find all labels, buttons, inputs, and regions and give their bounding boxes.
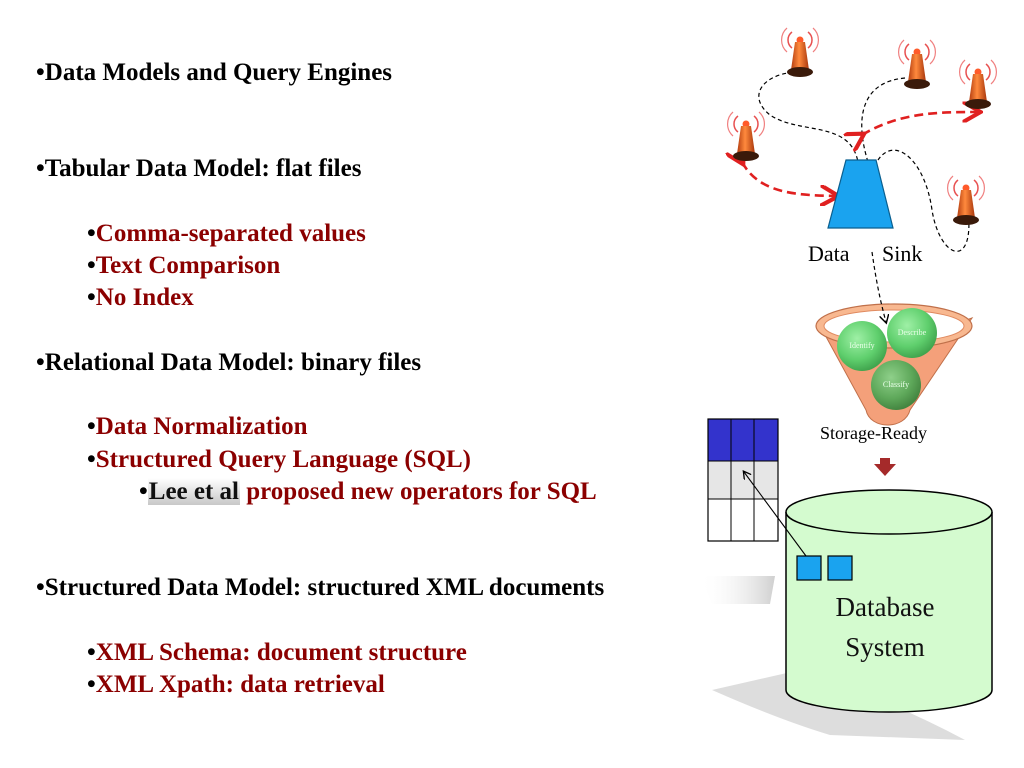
data-sink-label-left: Data [808, 241, 850, 266]
red-link-right [862, 112, 978, 135]
link-tower-2 [861, 77, 906, 163]
bullet-data-models: •Data Models and Query Engines [36, 59, 393, 86]
bullet-relational-model: •Relational Data Model: binary files [36, 349, 422, 376]
citation-highlight: Lee et al [147, 478, 240, 505]
storage-ready-label: Storage-Ready [820, 423, 927, 443]
link-tower-1 [758, 71, 859, 163]
radio-tower-icon [727, 111, 765, 161]
bullet-lee-et-al: •Lee et al proposed new operators for SQ… [139, 478, 597, 505]
bullet-structured-model: •Structured Data Model: structured XML d… [36, 574, 605, 601]
bullet-data-normalization: •Data Normalization [87, 413, 308, 440]
db-block-icon [827, 555, 853, 581]
text-shadow-shape [700, 576, 775, 604]
bullet-no-index: •No Index [87, 284, 194, 311]
radio-tower-icon [781, 27, 819, 77]
database-label-line2: System [845, 632, 925, 662]
block-to-table-arrow [744, 472, 807, 557]
bullet-tabular-model: •Tabular Data Model: flat files [36, 155, 362, 182]
radio-tower-icon [947, 175, 985, 225]
data-sink-shape [827, 159, 894, 229]
table-grid-icon [707, 418, 779, 542]
sink-to-funnel-arrow [871, 251, 886, 322]
bullet-comma-separated: •Comma-separated values [87, 220, 366, 247]
down-arrow-icon [874, 458, 896, 476]
identify-label: Identify [849, 341, 874, 350]
radio-tower-icon [898, 39, 936, 89]
identify-ball [837, 321, 887, 371]
describe-ball [887, 308, 937, 358]
radio-tower-icon [959, 59, 997, 109]
bullet-sql: •Structured Query Language (SQL) [87, 446, 472, 473]
bullet-text-comparison: •Text Comparison [87, 252, 281, 279]
bullet-xml-xpath: •XML Xpath: data retrieval [87, 671, 385, 698]
database-label-line1: Database [835, 592, 935, 622]
classify-label: Classify [883, 380, 909, 389]
link-tower-5 [877, 149, 970, 252]
red-link-left [742, 162, 836, 196]
data-sink-label-right: Sink [882, 241, 923, 266]
bullet-xml-schema: •XML Schema: document structure [87, 639, 467, 666]
db-block-icon [796, 555, 822, 581]
describe-label: Describe [898, 328, 927, 337]
classify-ball [871, 360, 921, 410]
